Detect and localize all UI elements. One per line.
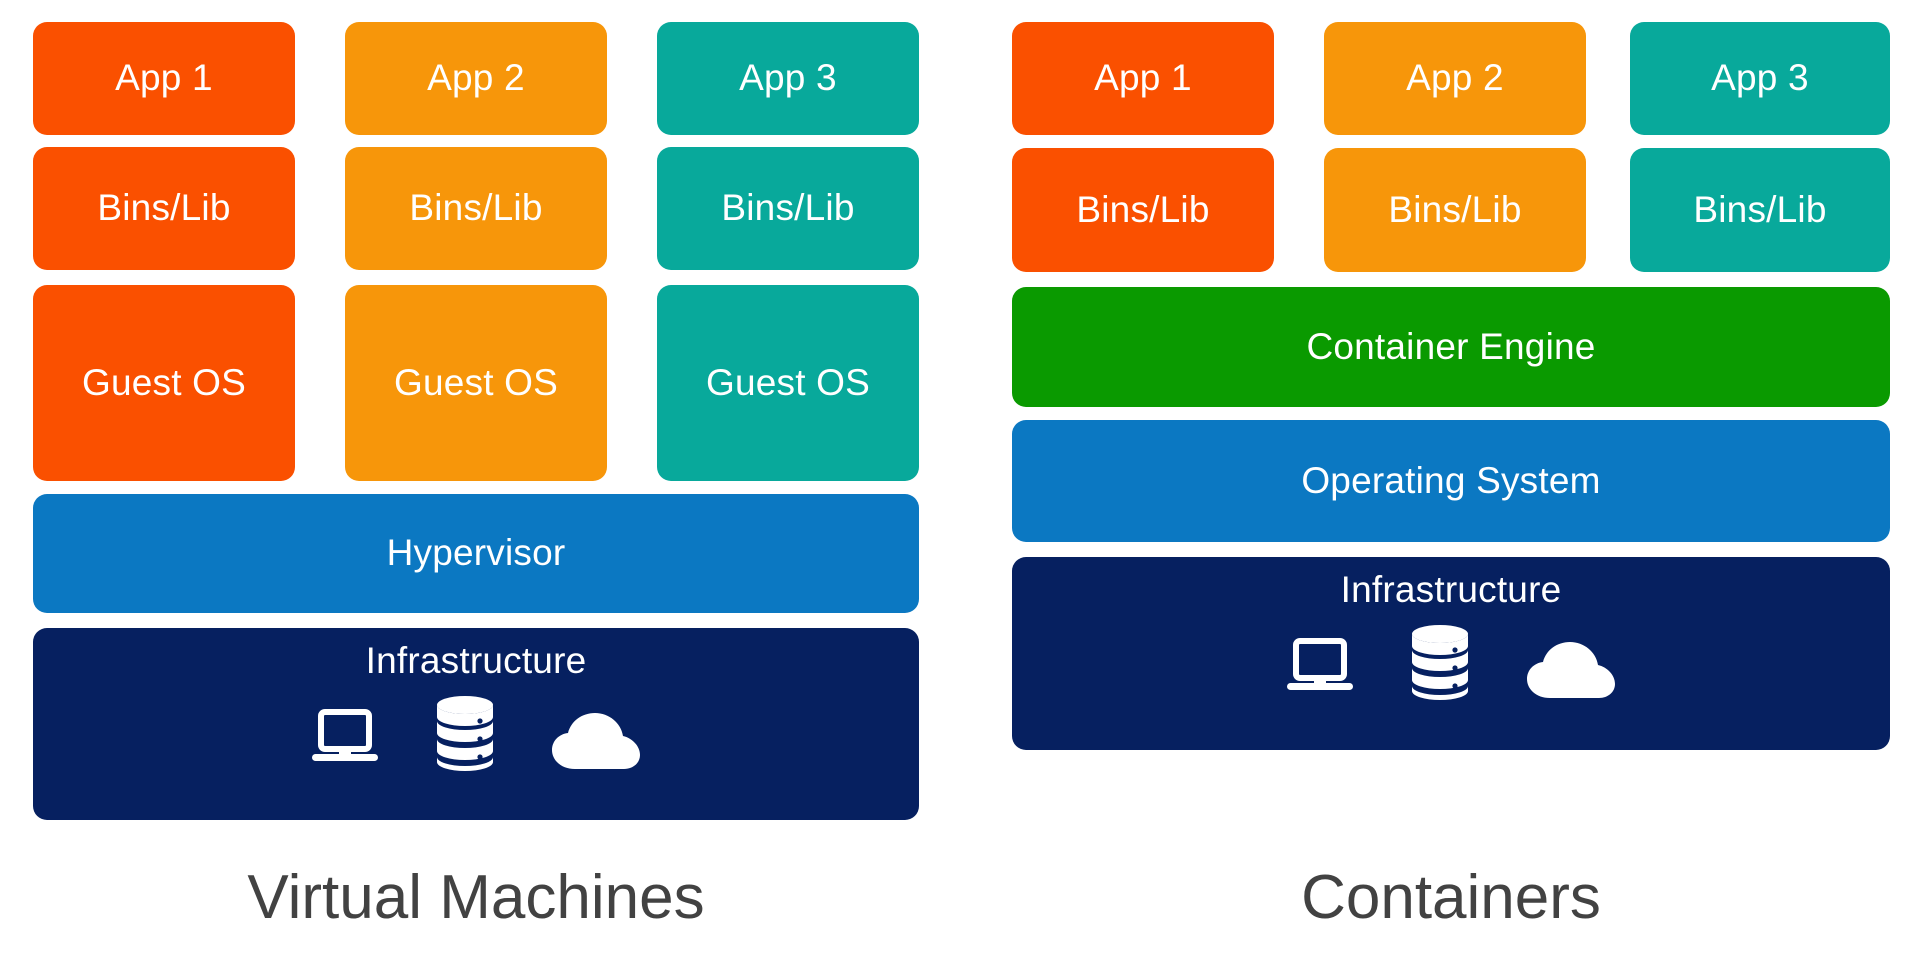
vm-guestos-1-box: Guest OS: [33, 285, 295, 481]
vm-binslib-3-label: Bins/Lib: [721, 187, 855, 229]
database-icon: [436, 695, 494, 771]
vm-app-2-label: App 2: [427, 57, 525, 99]
vm-panel-caption-text: Virtual Machines: [247, 863, 705, 932]
vm-app-2-box: App 2: [345, 22, 607, 135]
laptop-icon: [1287, 637, 1353, 700]
vm-guestos-2-box: Guest OS: [345, 285, 607, 481]
vm-binslib-2-box: Bins/Lib: [345, 147, 607, 270]
vm-infrastructure-box: Infrastructure: [33, 628, 919, 820]
vm-app-3-label: App 3: [739, 57, 837, 99]
vm-infrastructure-icon-row: [312, 695, 640, 771]
container-binslib-2-box: Bins/Lib: [1324, 148, 1586, 272]
vm-app-1-box: App 1: [33, 22, 295, 135]
container-binslib-3-box: Bins/Lib: [1630, 148, 1890, 272]
hypervisor-label: Hypervisor: [386, 532, 566, 574]
database-icon: [1411, 624, 1469, 700]
laptop-icon: [312, 708, 378, 771]
container-panel-caption-text: Containers: [1301, 863, 1601, 932]
vm-guestos-3-box: Guest OS: [657, 285, 919, 481]
container-infrastructure-label: Infrastructure: [1340, 569, 1562, 610]
container-app-3-box: App 3: [1630, 22, 1890, 135]
vm-panel-caption: Virtual Machines: [33, 862, 919, 933]
container-app-2-box: App 2: [1324, 22, 1586, 135]
container-infrastructure-icon-row: [1287, 624, 1615, 700]
vm-binslib-1-label: Bins/Lib: [97, 187, 231, 229]
vm-infrastructure-label: Infrastructure: [365, 640, 587, 681]
operating-system-box: Operating System: [1012, 420, 1890, 542]
hypervisor-box: Hypervisor: [33, 494, 919, 613]
cloud-icon: [1527, 641, 1615, 700]
vm-app-3-box: App 3: [657, 22, 919, 135]
vm-guestos-2-label: Guest OS: [393, 361, 559, 403]
container-app-1-label: App 1: [1094, 57, 1192, 99]
container-engine-label: Container Engine: [1306, 325, 1596, 367]
container-binslib-1-label: Bins/Lib: [1076, 188, 1210, 230]
vm-app-1-label: App 1: [115, 57, 213, 99]
vm-guestos-1-label: Guest OS: [81, 361, 247, 403]
container-infrastructure-box: Infrastructure: [1012, 557, 1890, 750]
container-engine-box: Container Engine: [1012, 287, 1890, 407]
vm-binslib-2-label: Bins/Lib: [409, 187, 543, 229]
operating-system-label: Operating System: [1301, 459, 1601, 501]
vm-binslib-3-box: Bins/Lib: [657, 147, 919, 270]
container-app-2-label: App 2: [1406, 57, 1504, 99]
vm-guestos-3-label: Guest OS: [705, 361, 871, 403]
container-app-3-label: App 3: [1711, 57, 1809, 99]
container-panel-caption: Containers: [1012, 862, 1890, 933]
container-binslib-3-label: Bins/Lib: [1693, 188, 1827, 230]
cloud-icon: [552, 712, 640, 771]
vm-binslib-1-box: Bins/Lib: [33, 147, 295, 270]
container-binslib-1-box: Bins/Lib: [1012, 148, 1274, 272]
container-binslib-2-label: Bins/Lib: [1388, 188, 1522, 230]
container-app-1-box: App 1: [1012, 22, 1274, 135]
